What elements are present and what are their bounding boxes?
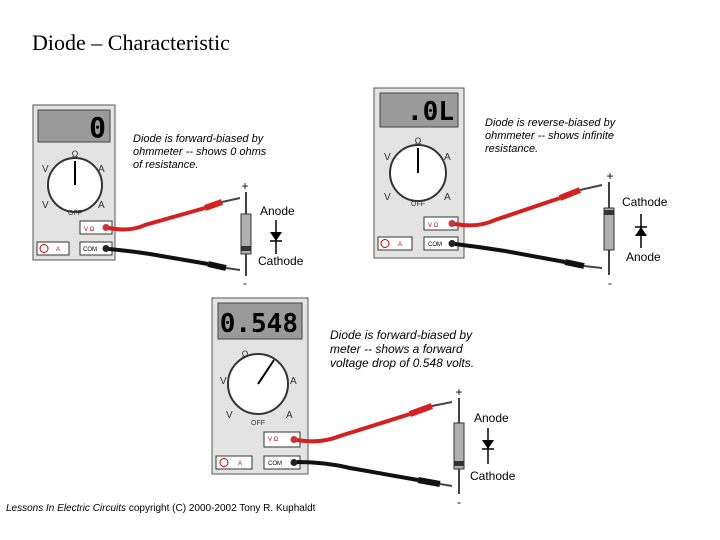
red-test-lead [108, 197, 241, 232]
display-readout: 0.548 [220, 309, 298, 339]
diode-component: + - [240, 179, 252, 290]
diode-symbol [482, 428, 494, 464]
dial-label-off: OFF [251, 420, 265, 427]
red-test-lead [296, 401, 453, 444]
dial-label-off: OFF [411, 201, 425, 208]
dial-label-a-ac: A [290, 376, 297, 387]
terminal-label-top: Anode [474, 411, 509, 425]
jack-a[interactable] [215, 455, 253, 470]
panel-forward-voltmeter: 0.548 Ω OFF V V A A V Ω A COM Diode is f… [211, 297, 516, 509]
dial-label-a-ac: A [444, 152, 451, 163]
caption-line: Diode is forward-biased by [133, 133, 265, 145]
black-test-lead [296, 460, 453, 487]
jack-a[interactable] [377, 236, 413, 251]
dial-label-a-ac: A [98, 164, 105, 175]
jack-v-ohm-socket [102, 224, 110, 231]
dial-label-off: OFF [68, 210, 82, 217]
dial-label-ohm: Ω [415, 136, 422, 146]
jack-a-socket [380, 239, 390, 248]
dial-label-v-dc: V [384, 192, 391, 203]
diode-symbol [270, 220, 282, 254]
multimeter: .0L Ω OFF V V A A V Ω A COM [373, 87, 465, 259]
jack-com-label: COM [268, 461, 282, 467]
caption: Diode is reverse-biased by ohmmeter -- s… [485, 117, 617, 155]
page-title: Diode – Characteristic [32, 30, 230, 55]
negative-sign: - [457, 495, 461, 509]
lcd-display [37, 109, 111, 143]
credit-book-title: Lessons In Electric Circuits [6, 503, 127, 514]
caption-line: Diode is forward-biased by [330, 328, 473, 342]
positive-sign: + [241, 179, 248, 193]
diode-component: + - [453, 385, 465, 509]
jack-a-label: A [238, 461, 242, 467]
caption-line: voltage drop of 0.548 volts. [330, 356, 474, 370]
caption-line: ohmmeter -- shows infinite [485, 130, 614, 142]
jack-a-label: A [398, 242, 402, 248]
caption-line: Diode is reverse-biased by [485, 117, 617, 129]
caption: Diode is forward-biased by ohmmeter -- s… [133, 133, 267, 171]
red-test-lead [454, 184, 603, 228]
jack-com-socket [102, 245, 110, 252]
lcd-display [217, 302, 303, 340]
jack-v-ohm-label: V Ω [84, 227, 95, 233]
jack-v-ohm-socket [290, 436, 298, 443]
display-readout: .0L [407, 97, 454, 127]
multimeter: 0.548 Ω OFF V V A A V Ω A COM [211, 297, 309, 475]
caption: Diode is forward-biased by meter -- show… [330, 328, 474, 370]
terminal-label-bottom: Cathode [258, 254, 304, 268]
negative-sign: - [243, 276, 247, 290]
dial-pointer [257, 359, 275, 385]
jack-v-ohm-label: V Ω [268, 437, 279, 443]
multimeter: 0 Ω OFF V V A A V Ω A COM [32, 104, 116, 261]
terminal-label-bottom: Cathode [470, 469, 516, 483]
caption-line: ohmmeter -- shows 0 ohms [133, 146, 267, 158]
negative-sign: - [608, 276, 612, 290]
positive-sign: + [455, 385, 462, 399]
jack-v-ohm-socket [448, 220, 456, 227]
copyright-credit: Lessons In Electric Circuits copyright (… [6, 503, 315, 514]
jack-a-label: A [56, 247, 60, 253]
terminal-label-top: Anode [260, 204, 295, 218]
caption-line: of resistance. [133, 159, 198, 171]
dial-label-a-dc: A [444, 192, 451, 203]
jack-a-socket [39, 244, 49, 253]
caption-line: resistance. [485, 143, 538, 155]
diode-component: + - [603, 169, 615, 290]
jack-a-socket [219, 458, 229, 467]
credit-text: copyright (C) 2000-2002 Tony R. Kuphaldt [126, 503, 316, 514]
terminal-label-bottom: Anode [626, 250, 661, 264]
dial-label-v-ac: V [220, 376, 227, 387]
dial-label-v-dc: V [42, 200, 49, 211]
dial-label-ohm: Ω [72, 149, 79, 159]
jack-com-socket [290, 459, 298, 466]
panel-forward-ohmmeter: 0 Ω OFF V V A A V Ω A COM Diode is forwa… [32, 104, 304, 290]
dial-label-a-dc: A [98, 200, 105, 211]
dial-label-v-ac: V [42, 164, 49, 175]
jack-com-socket [448, 240, 456, 247]
dial-label-a-dc: A [286, 410, 293, 421]
dial-label-v-ac: V [384, 152, 391, 163]
jack-com-label: COM [83, 247, 97, 253]
caption-line: meter -- shows a forward [330, 342, 463, 356]
black-test-lead [108, 247, 241, 271]
jack-com-label: COM [428, 242, 442, 248]
dial-label-ohm: Ω [242, 349, 249, 359]
positive-sign: + [606, 169, 613, 183]
dial-label-v-dc: V [226, 410, 233, 421]
lcd-display [379, 92, 459, 128]
black-test-lead [454, 242, 603, 269]
diode-symbol [635, 214, 647, 248]
jack-v-ohm-label: V Ω [428, 223, 439, 229]
panel-reverse-ohmmeter: .0L Ω OFF V V A A V Ω A COM Diode is rev… [373, 87, 668, 290]
terminal-label-top: Cathode [622, 195, 668, 209]
display-readout: 0 [89, 111, 106, 144]
jack-a[interactable] [36, 241, 70, 256]
